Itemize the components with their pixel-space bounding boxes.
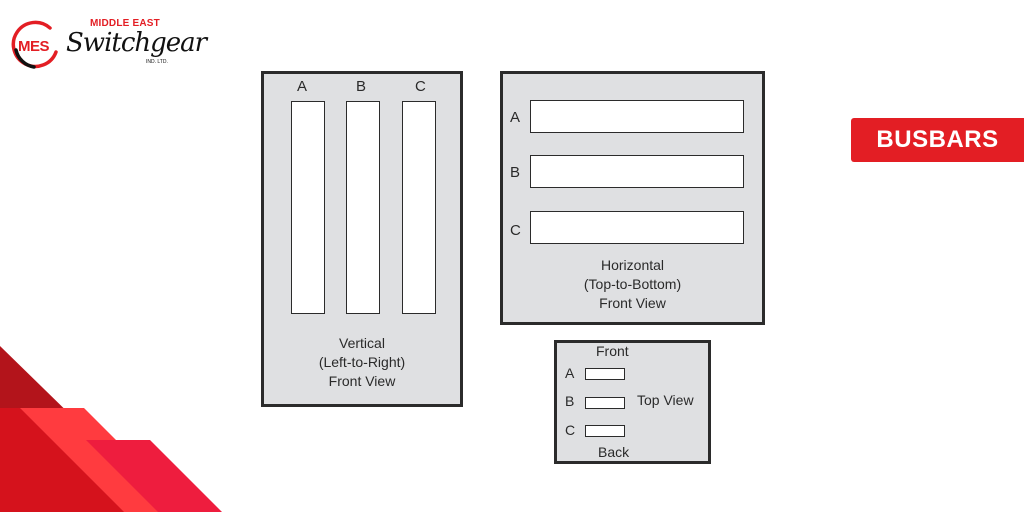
vertical-busbar-panel: A B C Vertical (Left-to-Right) Front Vie… (261, 71, 463, 407)
logo-top-line: MIDDLE EAST (90, 18, 160, 29)
vertical-busbar-c (402, 101, 436, 314)
logo-bottom-line: IND. LTD. (146, 59, 168, 65)
top-view-back-label: Back (598, 444, 630, 460)
top-view-label-c: C (565, 422, 576, 438)
horizontal-caption: Horizontal (Top-to-Bottom) Front View (503, 256, 762, 313)
top-view-caption: Top View (637, 392, 694, 408)
horizontal-caption-line-3: Front View (599, 295, 666, 311)
horizontal-label-c: C (510, 222, 521, 239)
vertical-label-c: C (415, 78, 426, 95)
decorative-stripes (0, 346, 222, 512)
top-view-busbar-a (585, 368, 625, 380)
vertical-caption-line-3: Front View (328, 373, 396, 389)
horizontal-label-a: A (510, 109, 521, 126)
vertical-caption-line-2: (Left-to-Right) (318, 354, 406, 370)
stripe-mid (0, 408, 124, 512)
vertical-caption-line-1: Vertical (339, 335, 385, 351)
vertical-label-b: B (356, 78, 367, 95)
horizontal-caption-line-2: (Top-to-Bottom) (583, 276, 682, 292)
horizontal-busbar-a (530, 100, 744, 133)
vertical-caption: Vertical (Left-to-Right) Front View (264, 334, 460, 391)
top-view-busbar-c (585, 425, 625, 437)
company-logo: MES MIDDLE EAST Switchgear IND. LTD. (8, 16, 207, 72)
vertical-busbar-a (291, 101, 325, 314)
horizontal-busbar-c (530, 211, 744, 244)
vertical-busbar-b (346, 101, 380, 314)
horizontal-label-b: B (510, 164, 521, 181)
title-badge: BUSBARS (851, 118, 1024, 162)
logo-ring-icon (11, 20, 58, 69)
stripe-front (86, 440, 222, 512)
horizontal-caption-line-1: Horizontal (600, 257, 665, 273)
horizontal-busbar-panel: A B C Horizontal (Top-to-Bottom) Front V… (500, 71, 765, 325)
horizontal-busbar-b (530, 155, 744, 188)
top-view-front-label: Front (596, 343, 629, 359)
top-view-busbar-b (585, 397, 625, 409)
top-view-label-b: B (565, 393, 575, 409)
logo-script-line: Switchgear (66, 28, 207, 58)
logo-mark: MES (18, 38, 50, 55)
top-view-label-a: A (565, 365, 575, 381)
vertical-label-a: A (297, 78, 308, 95)
top-view-panel: Front A B C Top View Back (554, 340, 711, 464)
